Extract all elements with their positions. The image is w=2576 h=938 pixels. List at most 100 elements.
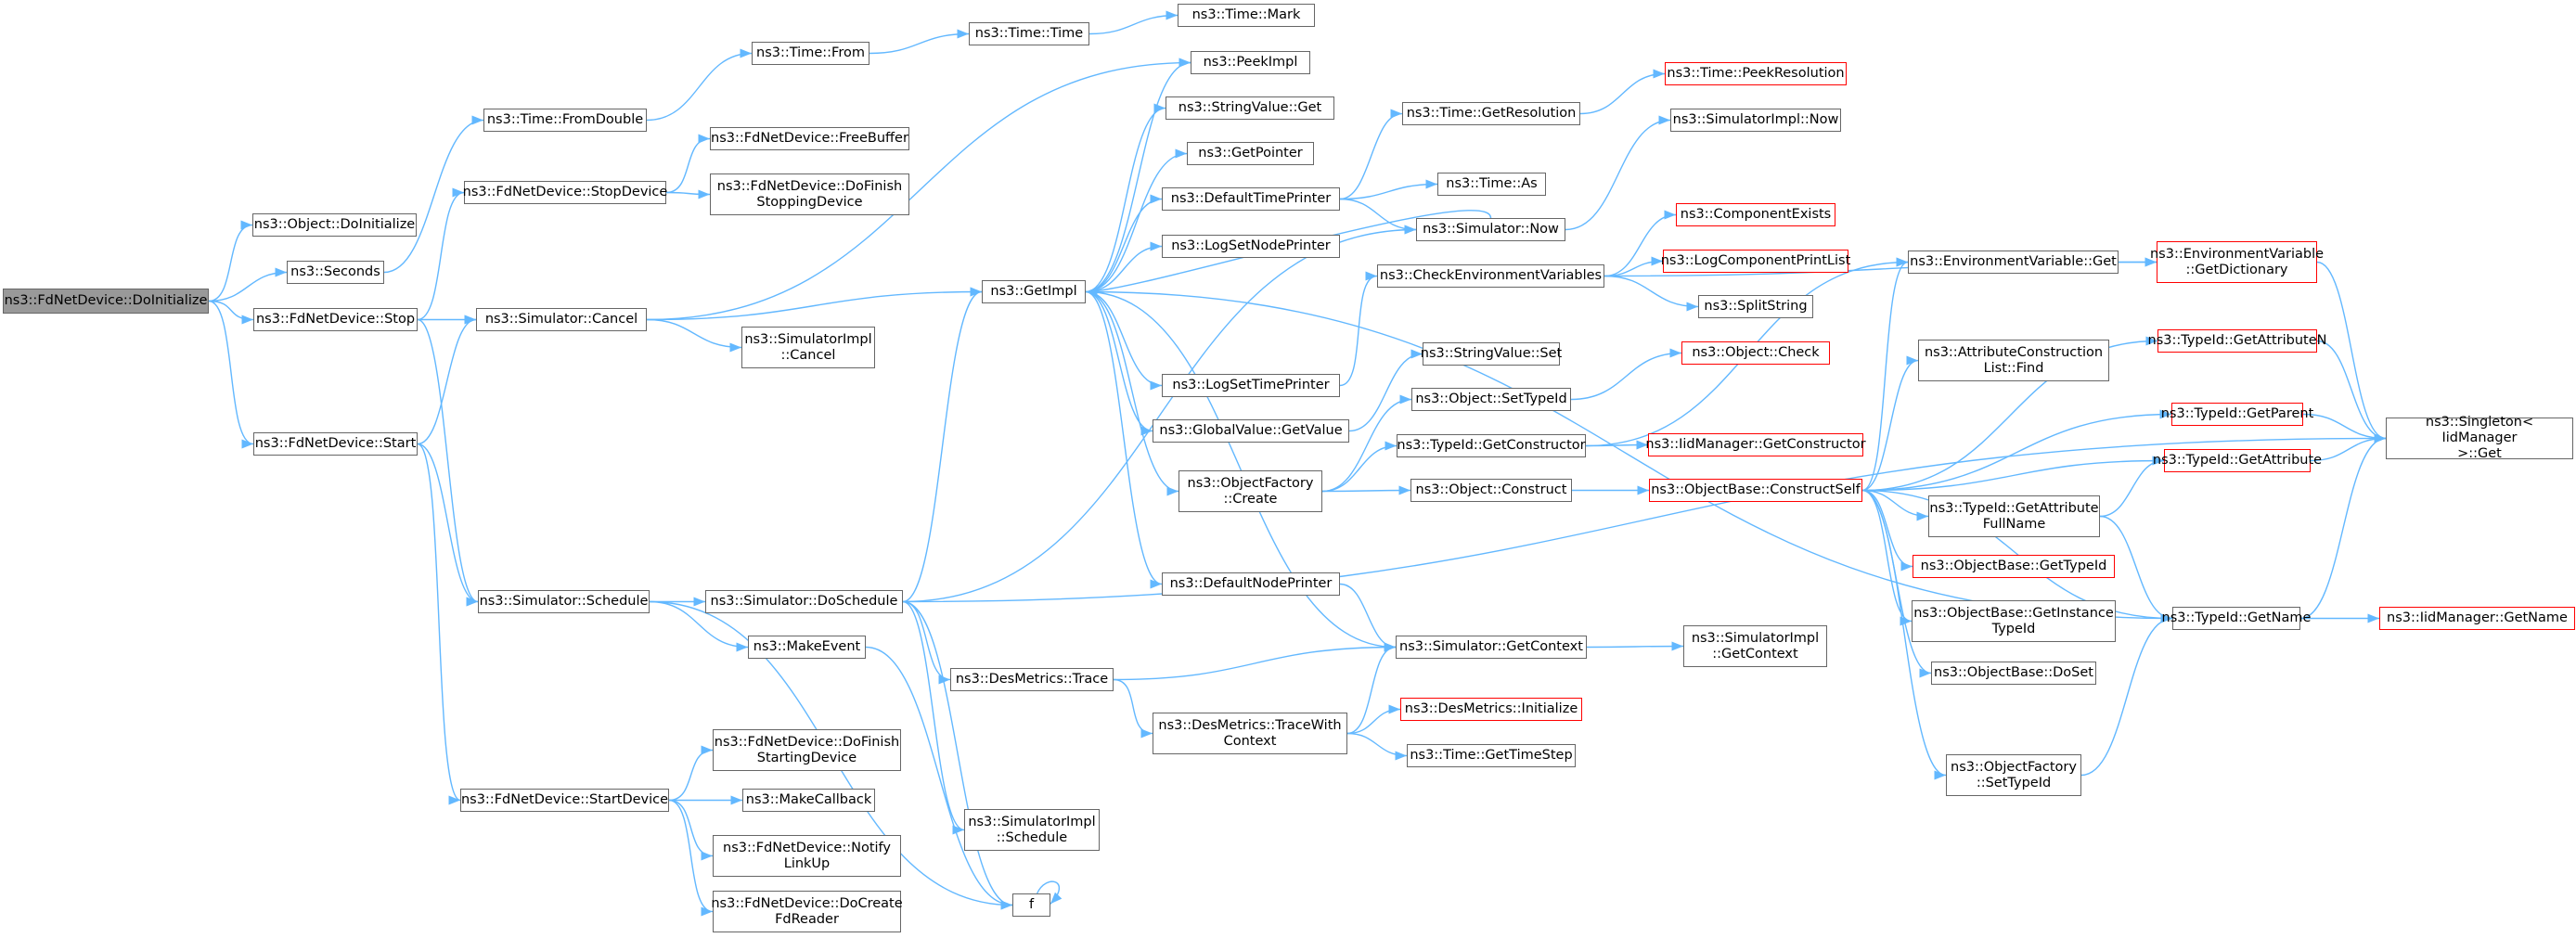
node-logcompprint[interactable]: ns3::LogComponentPrintList [1661, 250, 1850, 273]
edge-tracewithctx-to-gettimestep [1346, 732, 1408, 761]
node-stop[interactable]: ns3::FdNetDevice::Stop [253, 308, 418, 331]
node-iidmgrgetctor[interactable]: ns3::IidManager::GetConstructor [1645, 433, 1866, 456]
node-start[interactable]: ns3::FdNetDevice::Start [253, 432, 418, 456]
node-strvalset[interactable]: ns3::StringValue::Set [1421, 342, 1562, 366]
edge-tracewithctx-to-getcontext [1346, 642, 1397, 735]
node-gettimestep[interactable]: ns3::Time::GetTimeStep [1407, 744, 1576, 767]
node-strvalget[interactable]: ns3::StringValue::Get [1166, 96, 1334, 120]
node-startdevice[interactable]: ns3::FdNetDevice::StartDevice [460, 789, 669, 812]
node-objfactsettid[interactable]: ns3::ObjectFactory ::SetTypeId [1946, 754, 2081, 796]
node-envvargetdict[interactable]: ns3::EnvironmentVariable ::GetDictionary [2150, 241, 2324, 283]
node-iidmgrgetname[interactable]: ns3::IidManager::GetName [2379, 607, 2575, 630]
edge-startdevice-to-dofinishstart [668, 745, 714, 802]
node-tidgetname[interactable]: ns3::TypeId::GetName [2162, 607, 2311, 630]
node-tidgetparent[interactable]: ns3::TypeId::GetParent [2161, 403, 2313, 426]
edge-getimpl-to-getpointer [1085, 148, 1188, 293]
node-attrconstrfind[interactable]: ns3::AttributeConstruction List::Find [1918, 340, 2109, 381]
node-tidgetattrfull[interactable]: ns3::TypeId::GetAttribute FullName [1928, 495, 2100, 537]
node-objbasegettid[interactable]: ns3::ObjectBase::GetTypeId [1913, 555, 2115, 578]
node-peekimpl[interactable]: ns3::PeekImpl [1191, 51, 1310, 74]
edge-constructself-to-tidgetparent [1861, 409, 2172, 492]
edge-makeevent-to-f [865, 646, 1013, 910]
edge-objfactcreate-to-tidgetctor [1321, 441, 1397, 493]
edge-objfactsettid-to-tidgetname [2080, 613, 2173, 777]
node-makecallback[interactable]: ns3::MakeCallback [742, 789, 875, 812]
node-getimpl[interactable]: ns3::GetImpl [982, 280, 1086, 303]
node-cancel[interactable]: ns3::Simulator::Cancel [476, 308, 647, 331]
node-simimplnow[interactable]: ns3::SimulatorImpl::Now [1670, 109, 1841, 132]
node-splitstring[interactable]: ns3::SplitString [1698, 295, 1813, 318]
node-doschedule[interactable]: ns3::Simulator::DoSchedule [705, 590, 903, 613]
node-peekres[interactable]: ns3::Time::PeekResolution [1665, 62, 1847, 85]
node-tidgetattrn[interactable]: ns3::TypeId::GetAttributeN [2148, 329, 2327, 353]
node-dofinishstop[interactable]: ns3::FdNetDevice::DoFinish StoppingDevic… [710, 173, 909, 215]
node-timemark[interactable]: ns3::Time::Mark [1178, 4, 1315, 27]
node-checkenv[interactable]: ns3::CheckEnvironmentVariables [1377, 264, 1604, 288]
node-tidgetattr[interactable]: ns3::TypeId::GetAttribute [2153, 449, 2322, 472]
edge-getimpl-to-globalvalget [1085, 290, 1153, 436]
node-docreatefd[interactable]: ns3::FdNetDevice::DoCreate FdReader [711, 891, 903, 932]
node-globalvalget[interactable]: ns3::GlobalValue::GetValue [1153, 419, 1349, 443]
node-objbasedoset[interactable]: ns3::ObjectBase::DoSet [1931, 662, 2096, 685]
node-f[interactable]: f [1012, 893, 1050, 917]
edge-envvargetdict-to-singletonget [2316, 261, 2387, 443]
edge-getimpl-to-strvalget [1085, 103, 1166, 293]
node-objconstruct[interactable]: ns3::Object::Construct [1410, 479, 1572, 502]
node-simimplcancel[interactable]: ns3::SimulatorImpl ::Cancel [741, 327, 875, 368]
edge-doinit-to-start [208, 300, 254, 449]
node-tidgetctor[interactable]: ns3::TypeId::GetConstructor [1397, 434, 1586, 457]
node-logsettimeprinter[interactable]: ns3::LogSetTimePrinter [1162, 374, 1340, 397]
node-objcheck[interactable]: ns3::Object::Check [1681, 341, 1830, 365]
edge-f-to-f [1037, 880, 1063, 905]
edge-tidgetattr-to-singletonget [2310, 433, 2387, 462]
edge-desmtrace-to-tracewithctx [1113, 678, 1153, 739]
node-makeevent[interactable]: ns3::MakeEvent [748, 636, 866, 659]
edge-cancel-to-peekimpl [646, 58, 1191, 321]
node-objfactcreate[interactable]: ns3::ObjectFactory ::Create [1179, 470, 1322, 512]
node-seconds[interactable]: ns3::Seconds [287, 261, 384, 284]
node-notifylinkup[interactable]: ns3::FdNetDevice::Notify LinkUp [713, 835, 901, 877]
node-fromdouble[interactable]: ns3::Time::FromDouble [483, 109, 647, 132]
node-timeas[interactable]: ns3::Time::As [1437, 173, 1546, 196]
edge-tidgetattrfull-to-tidgetattr [2099, 456, 2165, 518]
edge-getimpl-to-getcontext [1085, 290, 1397, 652]
node-desminit[interactable]: ns3::DesMetrics::Initialize [1400, 698, 1582, 721]
node-timetime[interactable]: ns3::Time::Time [969, 22, 1089, 45]
node-deftimeprinter[interactable]: ns3::DefaultTimePrinter [1162, 187, 1340, 211]
node-singletonget[interactable]: ns3::Singleton< IidManager >::Get [2386, 415, 2573, 461]
node-getresolution[interactable]: ns3::Time::GetResolution [1402, 102, 1580, 125]
edge-fromdouble-to-timefrom [646, 48, 753, 122]
edge-getimpl-to-logsettimeprinter [1085, 290, 1163, 391]
node-simimplgetctx[interactable]: ns3::SimulatorImpl ::GetContext [1683, 625, 1827, 667]
node-freebuffer[interactable]: ns3::FdNetDevice::FreeBuffer [710, 127, 909, 150]
node-simnow[interactable]: ns3::Simulator::Now [1416, 218, 1565, 241]
node-getpointer[interactable]: ns3::GetPointer [1187, 142, 1314, 165]
node-constructself[interactable]: ns3::ObjectBase::ConstructSelf [1649, 479, 1862, 502]
node-dofinishstart[interactable]: ns3::FdNetDevice::DoFinish StartingDevic… [713, 729, 901, 771]
edge-stop-to-stopdevice [417, 187, 465, 321]
edge-tidgetparent-to-singletonget [2302, 413, 2387, 443]
edge-getresolution-to-peekres [1579, 69, 1666, 115]
node-tracewithctx[interactable]: ns3::DesMetrics::TraceWith Context [1153, 713, 1347, 754]
node-objbasegetinst[interactable]: ns3::ObjectBase::GetInstance TypeId [1912, 600, 2116, 642]
edge-start-to-cancel [417, 315, 477, 445]
node-objsettypeid[interactable]: ns3::Object::SetTypeId [1411, 388, 1571, 411]
node-desmtrace[interactable]: ns3::DesMetrics::Trace [950, 668, 1114, 691]
edge-stopdevice-to-dofinishstop [665, 189, 711, 199]
edge-getimpl-to-deftimeprinter [1085, 194, 1163, 293]
edge-tidgetattrn-to-singletonget [2316, 340, 2387, 443]
edge-startdevice-to-notifylinkup [668, 799, 714, 861]
node-objdoinit[interactable]: ns3::Object::DoInitialize [252, 213, 417, 237]
node-timefrom[interactable]: ns3::Time::From [752, 42, 869, 65]
node-defnodeprinter[interactable]: ns3::DefaultNodePrinter [1162, 572, 1340, 596]
node-schedule[interactable]: ns3::Simulator::Schedule [478, 590, 650, 613]
node-doinit[interactable]: ns3::FdNetDevice::DoInitialize [3, 289, 209, 314]
node-stopdevice[interactable]: ns3::FdNetDevice::StopDevice [463, 181, 667, 204]
node-envvarget[interactable]: ns3::EnvironmentVariable::Get [1908, 251, 2119, 274]
node-simimplsched[interactable]: ns3::SimulatorImpl ::Schedule [964, 809, 1100, 851]
node-logsetnodeprinter[interactable]: ns3::LogSetNodePrinter [1162, 235, 1340, 258]
edge-constructself-to-tidgetattr [1861, 456, 2165, 492]
node-getcontext[interactable]: ns3::Simulator::GetContext [1396, 636, 1587, 659]
node-compexists[interactable]: ns3::ComponentExists [1676, 203, 1835, 226]
